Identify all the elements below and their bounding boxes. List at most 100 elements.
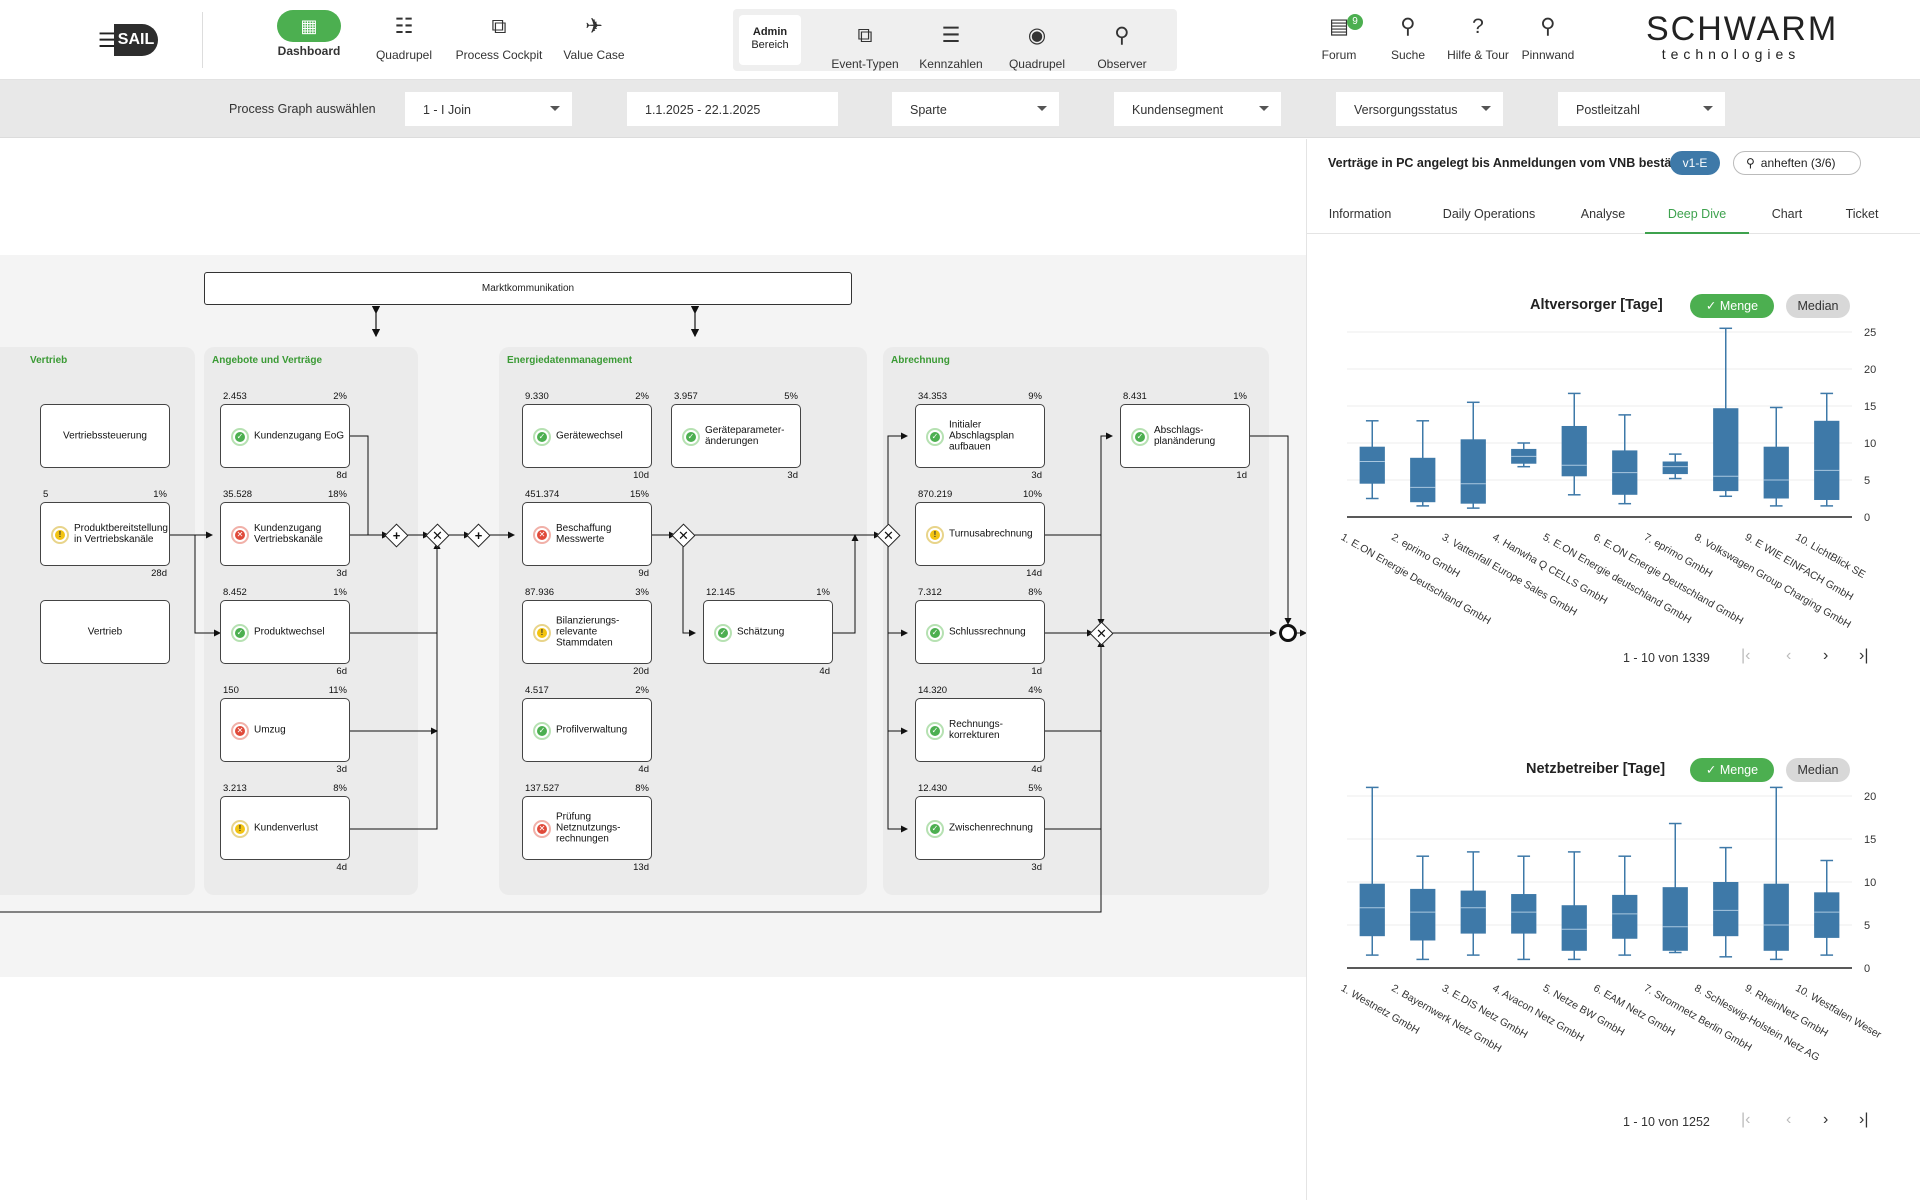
nav-kennzahlen[interactable]: ☰Kennzahlen xyxy=(901,19,1001,79)
tab-analyse[interactable]: Analyse xyxy=(1580,207,1626,221)
nav-admin-quadrupel[interactable]: ◉Quadrupel xyxy=(987,19,1087,79)
box-rect[interactable] xyxy=(1662,461,1688,475)
version-badge[interactable]: v1-E xyxy=(1670,151,1720,175)
panel-title: Verträge in PC angelegt bis Anmeldungen … xyxy=(1328,156,1691,170)
tab-ticket[interactable]: Ticket xyxy=(1845,207,1879,221)
marktkommunikation-box[interactable]: Marktkommunikation xyxy=(204,272,852,305)
pin-icon: ⚲ xyxy=(1746,156,1755,170)
kundensegment-select[interactable]: Kundensegment xyxy=(1114,92,1281,126)
graph-select[interactable]: 1 - I Join xyxy=(405,92,572,126)
date-range-field[interactable]: 1.1.2025 - 22.1.2025 xyxy=(627,92,838,126)
nav-observer[interactable]: ⚲Observer xyxy=(1072,19,1172,79)
tab-daily-operations[interactable]: Daily Operations xyxy=(1442,207,1536,221)
toggle-menge-2[interactable]: ✓ Menge xyxy=(1690,758,1774,782)
status-glyph: ✓ xyxy=(930,628,940,638)
first-page-icon[interactable]: |‹ xyxy=(1741,647,1751,664)
toggle-median[interactable]: Median xyxy=(1786,294,1850,318)
search-icon: ⚲ xyxy=(1400,15,1416,38)
status-glyph: ✓ xyxy=(930,726,940,736)
pin-button[interactable]: ⚲anheften (3/6) xyxy=(1733,151,1861,175)
last-page-icon[interactable]: ›| xyxy=(1859,1111,1869,1128)
end-event-circle[interactable] xyxy=(1279,624,1297,642)
box-rect[interactable] xyxy=(1561,425,1587,477)
box-rect[interactable] xyxy=(1410,888,1436,941)
box-rect[interactable] xyxy=(1662,887,1688,951)
menu-icon[interactable]: ☰ xyxy=(98,30,116,52)
box-rect[interactable] xyxy=(1460,439,1486,504)
first-page-icon[interactable]: |‹ xyxy=(1741,1111,1751,1128)
next-page-icon[interactable]: › xyxy=(1823,647,1829,664)
process-node[interactable]: Vertrieb xyxy=(40,600,170,664)
tab-chart[interactable]: Chart xyxy=(1771,207,1803,221)
status-green-icon: ✓ xyxy=(1131,428,1149,446)
node-percent: 10% xyxy=(1022,489,1042,500)
quadrupel-edit-icon: ◉ xyxy=(1027,24,1047,47)
x-tick-label: 4. Avacon Netz GmbH xyxy=(1490,982,1586,1044)
process-edge xyxy=(1100,432,1113,633)
box-rect[interactable] xyxy=(1359,883,1385,937)
next-page-icon[interactable]: › xyxy=(1823,1111,1829,1128)
process-node[interactable]: Vertriebssteuerung xyxy=(40,404,170,468)
nav-dashboard[interactable]: ▦Dashboard xyxy=(259,10,359,70)
box-rect[interactable] xyxy=(1410,457,1436,503)
node-duration: 13d xyxy=(633,862,649,873)
prev-page-icon[interactable]: ‹ xyxy=(1786,647,1792,664)
box-rect[interactable] xyxy=(1561,905,1587,951)
nav-help-tour[interactable]: ?Hilfe & Tour xyxy=(1428,10,1528,70)
box-rect[interactable] xyxy=(1713,408,1739,492)
nav-pinnwand[interactable]: ⚲Pinnwand xyxy=(1498,10,1598,70)
node-percent: 8% xyxy=(635,783,649,794)
box-rect[interactable] xyxy=(1460,890,1486,934)
box-rect[interactable] xyxy=(1612,894,1638,939)
node-percent: 11% xyxy=(328,685,347,696)
node-label: Initialer Abschlagsplan aufbauen xyxy=(949,419,1015,453)
toggle-median-2[interactable]: Median xyxy=(1786,758,1850,782)
last-page-icon[interactable]: ›| xyxy=(1859,647,1869,664)
node-count: 7.312 xyxy=(918,587,942,598)
sparte-select[interactable]: Sparte xyxy=(892,92,1059,126)
process-node[interactable]: !Produktbereitstellung in Vertriebskanäl… xyxy=(40,489,170,579)
toggle-menge[interactable]: ✓ Menge xyxy=(1690,294,1774,318)
box-rect[interactable] xyxy=(1713,882,1739,937)
prev-page-icon[interactable]: ‹ xyxy=(1786,1111,1792,1128)
box-rect[interactable] xyxy=(1763,446,1789,499)
box-rect[interactable] xyxy=(1814,892,1840,938)
nav-value-case[interactable]: ✈Value Case xyxy=(544,10,644,70)
nav-quadrupel[interactable]: ☷Quadrupel xyxy=(354,10,454,70)
box-rect[interactable] xyxy=(1763,883,1789,951)
nav-process-cockpit[interactable]: ⧉Process Cockpit xyxy=(449,10,549,70)
box-rect[interactable] xyxy=(1814,420,1840,500)
nav-search[interactable]: ⚲Suche xyxy=(1358,10,1458,70)
postleitzahl-select[interactable]: Postleitzahl xyxy=(1558,92,1725,126)
sail-logo[interactable]: ☰ SAIL xyxy=(98,24,162,56)
box-rect[interactable] xyxy=(1359,446,1385,484)
tab-information[interactable]: Information xyxy=(1328,207,1392,221)
y-tick-label: 20 xyxy=(1864,791,1876,803)
box-rect[interactable] xyxy=(1511,894,1537,934)
nav-event-types[interactable]: ⧉Event-Typen xyxy=(815,19,915,79)
versorgungsstatus-select[interactable]: Versorgungsstatus xyxy=(1336,92,1503,126)
chevron-down-icon xyxy=(1037,106,1047,111)
tab-deep-dive[interactable]: Deep Dive xyxy=(1645,194,1749,234)
